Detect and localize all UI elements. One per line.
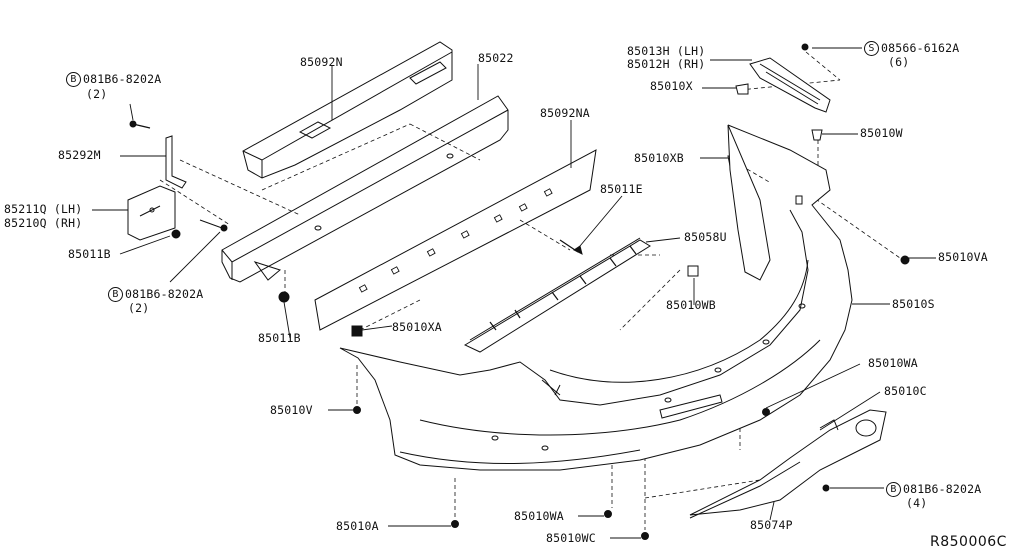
side-bracket (127, 185, 228, 241)
label-85092N: 85092N (300, 55, 343, 69)
label-85011E: 85011E (600, 182, 643, 196)
label-85074P: 85074P (750, 518, 793, 532)
bolt-badge-icon: B (66, 72, 81, 87)
reinforcement-beam (221, 95, 509, 283)
label-85010WC: 85010WC (546, 531, 596, 545)
label-85010W: 85010W (860, 126, 903, 140)
clip-85010WA-right (762, 408, 770, 416)
label-85012H: 85012H (RH) (627, 57, 706, 71)
clip-85010A (451, 520, 459, 528)
label-85010WB: 85010WB (666, 298, 716, 312)
label-85010XA: 85010XA (392, 320, 442, 334)
label-85010X: 85010X (650, 79, 693, 93)
label-85010VA: 85010VA (938, 250, 988, 264)
label-85010V: 85010V (270, 403, 313, 417)
clip-85010V (353, 406, 361, 414)
label-85092NA: 85092NA (540, 106, 590, 120)
label-85010C: 85010C (884, 384, 927, 398)
energy-absorber-lower (314, 149, 597, 331)
label-85292M: 85292M (58, 148, 101, 162)
clip-85010W (811, 129, 823, 141)
label-85011B-left: 85011B (68, 247, 111, 261)
callout-lines (92, 47, 936, 539)
label-85211Q: 85211Q (LH) (4, 202, 83, 216)
label-85010XB: 85010XB (634, 151, 684, 165)
label-85210Q: 85210Q (RH) (4, 216, 83, 230)
label-85022: 85022 (478, 51, 514, 65)
bolt-code-right: 081B6-8202A (903, 482, 982, 496)
bracket-85013H (735, 43, 831, 113)
bolt-badge-icon: B (108, 287, 123, 302)
lower-garnish-85074P (689, 409, 887, 519)
clip-85010XA (351, 325, 363, 337)
bolt-badge-icon: B (886, 482, 901, 497)
screw-badge-icon: S (864, 41, 879, 56)
bumper-fascia (339, 124, 853, 471)
label-85013H: 85013H (LH) (627, 44, 706, 58)
clip-85010WC (641, 532, 649, 540)
bolt-qty-mid: (2) (128, 301, 150, 315)
bolt-code-top: 081B6-8202A (83, 72, 162, 86)
clip-85011E (559, 239, 583, 255)
bolt-qty-right: (4) (906, 496, 928, 510)
screw-qty: (6) (888, 55, 910, 69)
label-85058U: 85058U (684, 230, 727, 244)
label-85010WA-right: 85010WA (868, 356, 918, 370)
label-85010WA-bottom: 85010WA (514, 509, 564, 523)
bracket-85292M (129, 120, 187, 189)
clip-85010WB (687, 265, 699, 277)
bolt-code-mid: 081B6-8202A (125, 287, 204, 301)
clip-85010VA (900, 255, 910, 265)
clip-85010WA-bottom (604, 510, 612, 518)
label-85010S: 85010S (892, 297, 935, 311)
energy-absorber-upper (242, 41, 453, 179)
label-85010A: 85010A (336, 519, 379, 533)
clip-85011B (278, 291, 290, 303)
bolt-qty-top: (2) (86, 87, 108, 101)
bolt-081B6-right (822, 484, 830, 492)
label-85011B-bottom: 85011B (258, 331, 301, 345)
bumper-bracket-85058U (463, 237, 651, 353)
diagram-reference: R850006C (930, 534, 1007, 550)
screw-code: 08566-6162A (881, 41, 960, 55)
